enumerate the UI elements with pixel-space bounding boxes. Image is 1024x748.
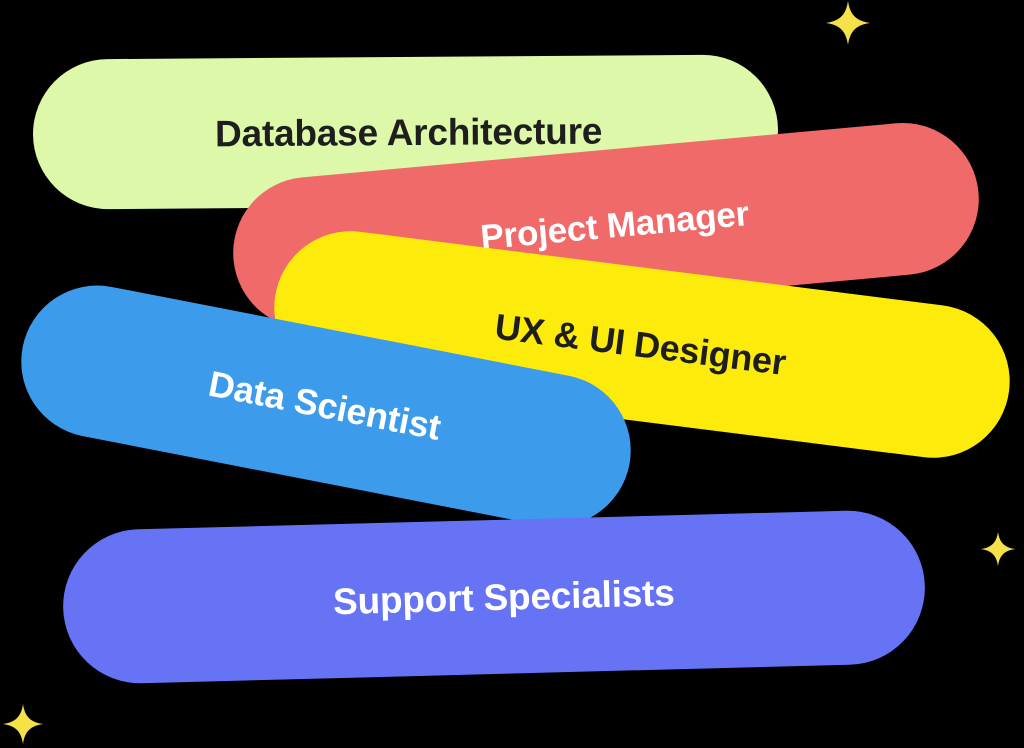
role-pill-support-specialists[interactable]: Support Specialists [61, 508, 927, 686]
sparkle-bottom-right [980, 531, 1016, 567]
role-pill-label: Database Architecture [214, 110, 603, 154]
sparkle-bottom-left [2, 703, 44, 745]
role-pill-label: Data Scientist [205, 362, 445, 448]
role-pill-label: Support Specialists [332, 571, 676, 622]
sparkle-top-right [825, 0, 871, 46]
role-pill-label: Project Manager [478, 193, 751, 257]
